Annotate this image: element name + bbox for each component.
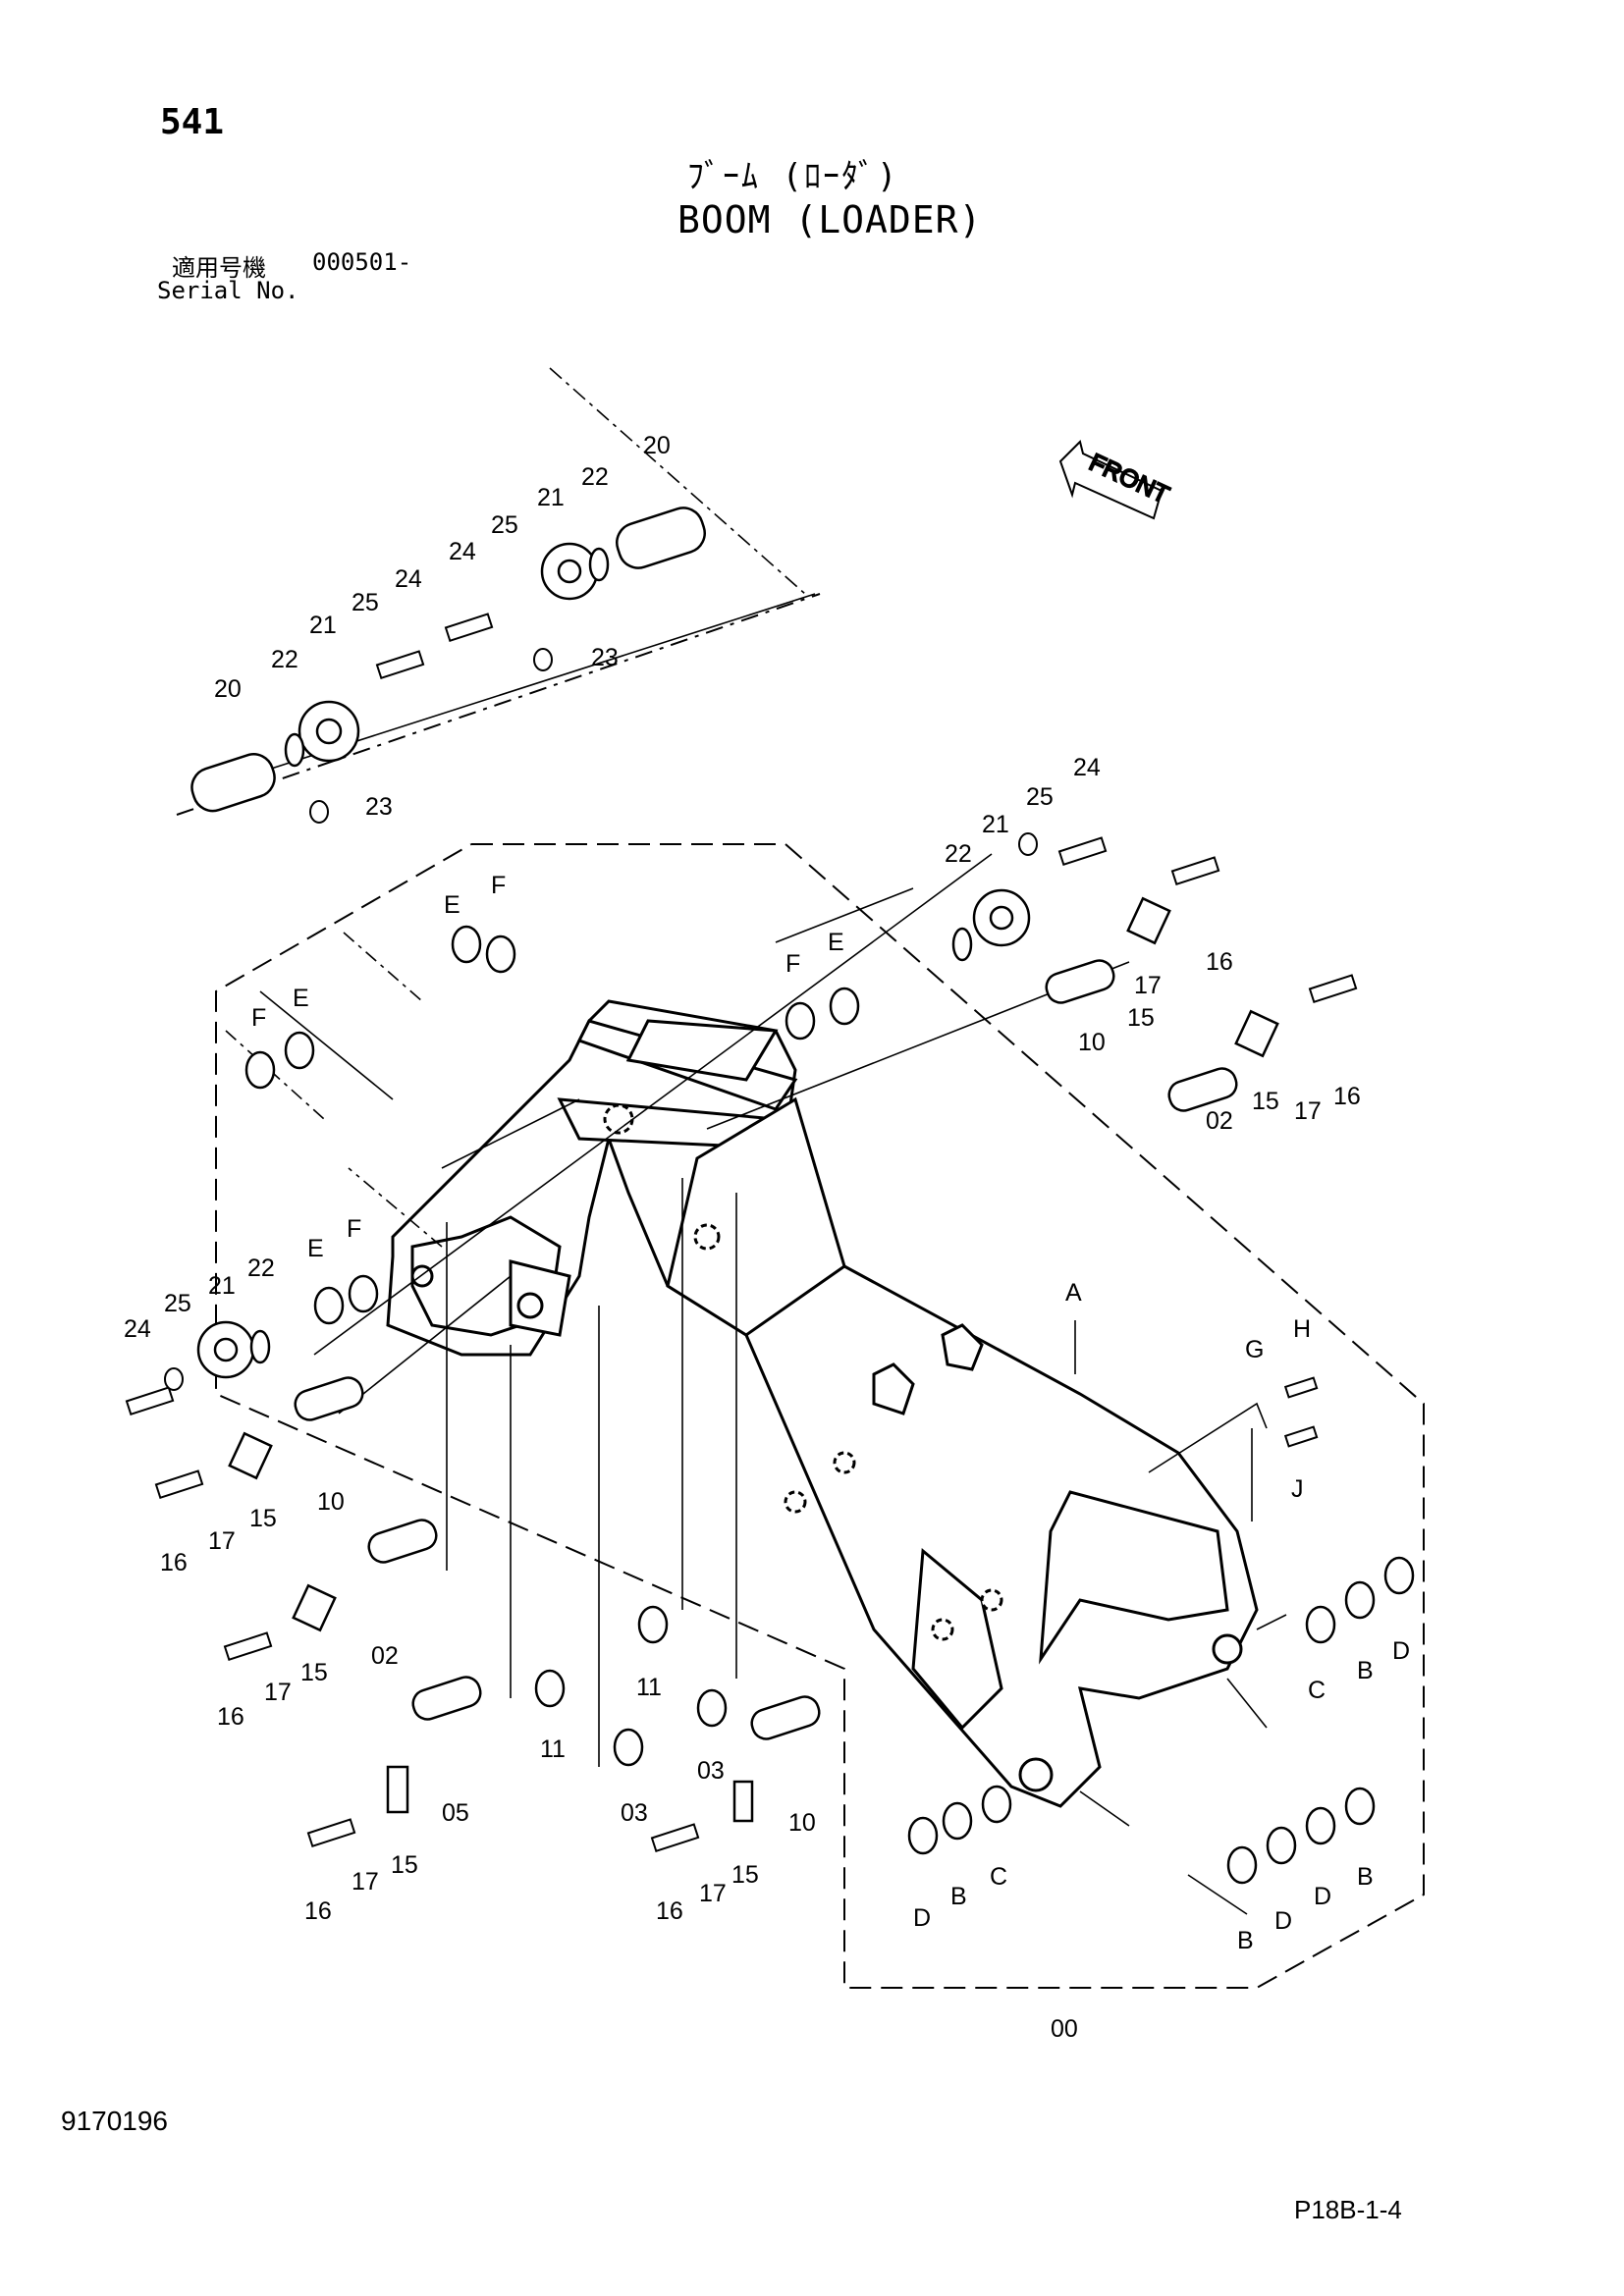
callout-label: 22 (945, 840, 972, 868)
serial-label: Serial No. (157, 277, 299, 304)
callout-label: 16 (1206, 948, 1233, 976)
callout-label: 15 (1127, 1004, 1155, 1032)
callout-label: B (1357, 1863, 1374, 1891)
page-code: P18B-1-4 (1294, 2195, 1402, 2224)
callout-label: F (785, 950, 800, 978)
callout-label: 00 (1051, 2015, 1078, 2043)
callout-label: 15 (300, 1659, 328, 1686)
callout-label: 17 (264, 1679, 292, 1706)
callout-label: C (1308, 1677, 1326, 1704)
assembly-outline (176, 593, 1425, 1989)
callout-label: 24 (395, 565, 422, 593)
callout-label: 15 (1252, 1088, 1279, 1115)
callout-label: 10 (788, 1809, 816, 1837)
callout-label: 16 (160, 1549, 188, 1576)
document-number: 9170196 (61, 2106, 169, 2136)
callout-label: H (1293, 1315, 1311, 1343)
page-number: 541 (160, 102, 225, 142)
callout-label: F (491, 872, 506, 899)
pin-parts (190, 507, 1415, 1885)
callout-label: 17 (699, 1880, 727, 1907)
bolt-parts (125, 613, 1358, 1853)
callout-label: J (1291, 1475, 1304, 1503)
page-title: BOOM (LOADER) (677, 198, 983, 241)
callout-label: 17 (208, 1527, 236, 1555)
callout-label: 25 (491, 511, 518, 539)
callout-label: E (444, 891, 460, 919)
callout-label: 16 (217, 1703, 244, 1731)
front-arrow: FRONT (1058, 440, 1174, 520)
callout-label: 10 (1078, 1029, 1106, 1056)
callout-label: D (1314, 1883, 1331, 1910)
title-japanese: ﾌﾞｰﾑ (ﾛｰﾀﾞ) (687, 157, 899, 196)
callout-label: C (990, 1863, 1007, 1891)
callout-label: 24 (1073, 754, 1101, 781)
callout-label: 15 (249, 1505, 277, 1532)
callout-label: 20 (643, 432, 671, 459)
leader-lines (225, 367, 1287, 1915)
callout-label: G (1245, 1336, 1264, 1363)
callout-label: 24 (449, 538, 476, 565)
callout-label: F (251, 1004, 266, 1032)
callout-label: 03 (621, 1799, 648, 1827)
callout-label: 22 (271, 646, 298, 673)
callout-label: 17 (1134, 972, 1162, 999)
callout-label: 21 (208, 1272, 236, 1300)
callout-label: E (828, 929, 844, 956)
callout-label: 16 (656, 1897, 683, 1925)
callout-label: 02 (371, 1642, 399, 1670)
callout-label: 03 (697, 1757, 725, 1785)
callout-label: 23 (591, 644, 619, 671)
callout-label: 22 (247, 1255, 275, 1282)
callout-label: 22 (581, 463, 609, 491)
callout-label: 25 (352, 589, 379, 616)
callout-label: 21 (982, 811, 1009, 838)
callout-label: 10 (317, 1488, 345, 1516)
callout-label: B (950, 1883, 967, 1910)
callout-label: E (293, 985, 309, 1012)
callout-label: 25 (1026, 783, 1054, 811)
callout-label: A (1065, 1279, 1082, 1307)
callout-label: 21 (309, 612, 337, 639)
serial-label-japanese: 適用号機 (172, 254, 266, 282)
callout-label: 11 (636, 1674, 662, 1701)
callout-label: D (913, 1904, 931, 1932)
callout-label: F (347, 1215, 361, 1243)
callout-label: B (1357, 1657, 1374, 1684)
callout-label: 02 (1206, 1107, 1233, 1135)
callout-label: 16 (1333, 1083, 1361, 1110)
callout-label: 20 (214, 675, 242, 703)
serial-code: 000501- (312, 248, 412, 276)
callout-label: 23 (365, 793, 393, 821)
callout-labels: 20 22 21 25 24 23 20 22 21 25 24 23 E F … (124, 432, 1410, 2043)
callout-label: 25 (164, 1290, 191, 1317)
callout-label: D (1274, 1907, 1292, 1935)
callout-label: E (307, 1235, 324, 1262)
callout-label: 15 (731, 1861, 759, 1889)
callout-label: 05 (442, 1799, 469, 1827)
callout-label: D (1392, 1637, 1410, 1665)
boom-body (386, 999, 1259, 1808)
callout-label: B (1237, 1927, 1254, 1954)
callout-label: 16 (304, 1897, 332, 1925)
callout-label: 21 (537, 484, 565, 511)
callout-label: 17 (352, 1868, 379, 1896)
callout-label: 15 (391, 1851, 418, 1879)
callout-label: 11 (540, 1735, 566, 1763)
callout-label: 17 (1294, 1097, 1322, 1125)
callout-label: 24 (124, 1315, 151, 1343)
